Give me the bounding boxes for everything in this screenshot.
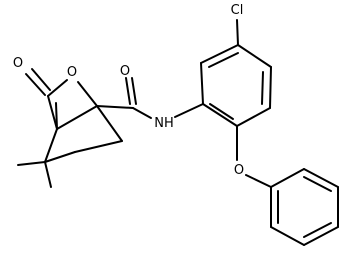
bond-carbonyl-c-to-ring-o xyxy=(47,79,68,97)
bond-ch2-to-ch2 xyxy=(74,140,123,153)
bond-cme2-to-ch2 xyxy=(44,151,76,163)
atom-label-ring-oxygen: O xyxy=(67,65,77,80)
atom-label-ether-oxygen: O xyxy=(234,163,244,178)
bond-ring1-to-cl xyxy=(236,19,239,46)
bond-ring1-d xyxy=(269,66,272,109)
atom-label-amide-nitrogen: NH xyxy=(154,116,174,131)
atom-label-amide-oxygen: O xyxy=(120,64,130,79)
bond-quaternary-c-to-bridgehead xyxy=(56,105,98,130)
bond-ring1-b xyxy=(200,44,239,64)
amide-linkage xyxy=(96,77,204,119)
bond-bridgehead-to-amide-c xyxy=(96,105,134,109)
phenyl-ring xyxy=(245,168,339,246)
bond-cme2-methyl-right xyxy=(44,161,52,188)
atom-label-lactone-carbonyl-oxygen: O xyxy=(13,56,23,71)
bond-n-to-aryl xyxy=(174,103,204,118)
chlorophenyl-ring xyxy=(200,19,272,161)
bond-ring1-inner-3 xyxy=(209,103,234,120)
bond-carbonyl-double-a xyxy=(25,73,46,96)
bond-ring2-inner-2 xyxy=(303,222,332,238)
bond-carbonyl-c-to-quaternary-c xyxy=(47,95,58,130)
bond-ring1-inner-1 xyxy=(208,52,239,68)
bond-ring1-f xyxy=(202,103,238,127)
bond-ring2-inner-1 xyxy=(303,176,332,192)
bond-amide-c-to-n xyxy=(132,107,152,119)
bond-quaternary-c-methyl xyxy=(55,102,58,130)
bond-ring2-b xyxy=(303,168,339,188)
bond-ring1-c xyxy=(237,44,272,68)
bond-carbonyl-double-b xyxy=(31,68,51,91)
bond-ring2-d xyxy=(303,226,339,246)
bond-amide-double-a xyxy=(125,77,131,105)
bond-ring-o-to-bridgehead xyxy=(77,81,98,107)
bicyclic-lactone-core xyxy=(17,68,123,188)
bond-ring1-a xyxy=(200,62,204,105)
bond-amide-double-b xyxy=(131,77,137,105)
bond-ring2-a xyxy=(270,168,305,188)
bond-cme2-methyl-left xyxy=(17,161,46,166)
bond-ring1-e xyxy=(236,107,271,127)
bond-ring2-e xyxy=(270,226,305,246)
atom-label-chlorine: Cl xyxy=(231,3,244,18)
bond-ether-o-to-ring2 xyxy=(245,174,272,188)
bond-quaternary-c-to-cme2 xyxy=(44,128,58,163)
bond-ring1-inner-2 xyxy=(261,71,264,105)
bond-ch2-to-bridgehead xyxy=(96,105,123,142)
